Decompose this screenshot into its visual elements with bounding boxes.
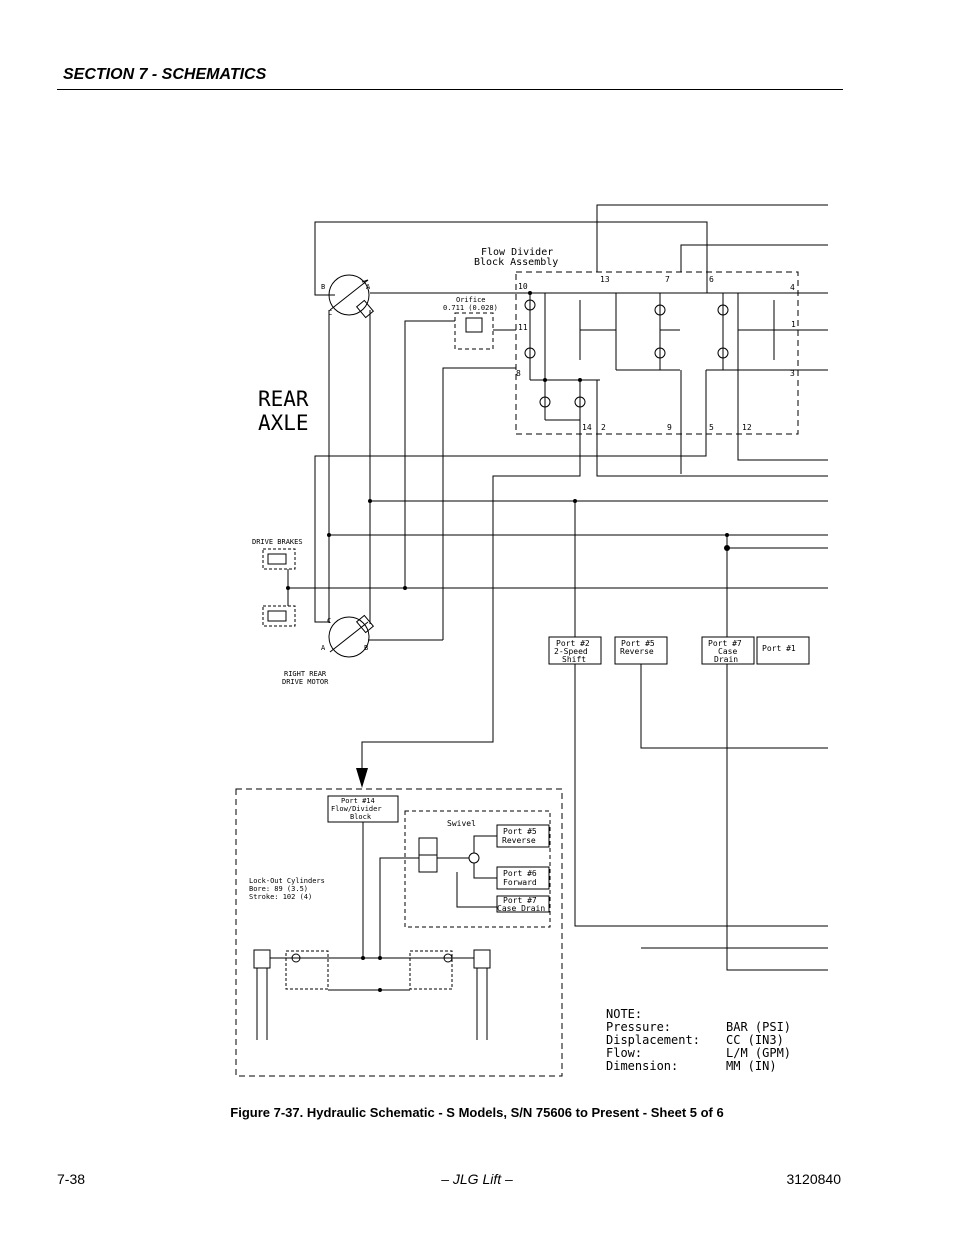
lockout-cylinder-right — [473, 949, 491, 969]
port-number: 9 — [667, 423, 672, 432]
port-number: 6 — [709, 275, 714, 284]
port-2-label-1: Port #2 — [556, 639, 590, 648]
port-number: 14 — [582, 423, 592, 432]
orifice-label-2: 0.711 (0.028) — [443, 304, 498, 312]
port-number: 10 — [518, 282, 528, 291]
port-number: 3 — [790, 369, 795, 378]
flow-divider-title-2: Block Assembly — [474, 257, 558, 268]
hose-line — [314, 221, 708, 296]
port-14-label-2: Flow/Divider — [331, 805, 382, 813]
hose-line — [680, 244, 828, 272]
port-7-box — [701, 636, 755, 665]
flow-divider-block — [515, 271, 799, 435]
note-flow-unit: L/M (GPM) — [726, 1046, 791, 1060]
drive-brake — [262, 605, 296, 627]
lockout-assembly-box — [235, 788, 563, 1077]
note-flow-label: Flow: — [606, 1046, 642, 1060]
swivel-port-7-label-1: Port #7 — [503, 896, 537, 905]
swivel-port-5-label-2: Reverse — [502, 836, 536, 845]
cylinders-label-2: Bore: 89 (3.5) — [249, 885, 308, 893]
drive-brake — [262, 548, 296, 570]
note-dimension-unit: MM (IN) — [726, 1059, 777, 1073]
port-5-label-2: Reverse — [620, 647, 654, 656]
swivel-port-7-label-2: Case Drain — [497, 904, 545, 913]
cylinders-label-1: Lock-Out Cylinders — [249, 877, 325, 885]
note-title: NOTE: — [606, 1007, 642, 1021]
motor-port-a: A — [321, 644, 326, 652]
lockout-cylinder-left — [253, 949, 271, 969]
cylinders-label-3: Stroke: 102 (4) — [249, 893, 312, 901]
port-1-box — [756, 636, 810, 665]
section-title: SECTION 7 - SCHEMATICS — [63, 66, 267, 83]
arrow-head — [356, 768, 368, 788]
port-7-label-3: Drain — [714, 655, 738, 664]
port-7-label-1: Port #7 — [708, 639, 742, 648]
port-number: 12 — [742, 423, 752, 432]
swivel-label: Swivel — [447, 819, 476, 828]
swivel-box — [404, 810, 551, 928]
swivel-port-6-label-2: Forward — [503, 878, 537, 887]
port-14-label-3: Block — [350, 813, 372, 821]
port-number: 5 — [709, 423, 714, 432]
port-number: 8 — [516, 369, 521, 378]
motor-port-c: C — [327, 617, 331, 625]
motor-port-a: A — [366, 283, 371, 291]
port-14-label-1: Port #14 — [341, 797, 375, 805]
port-number: 13 — [600, 275, 610, 284]
swivel-port-6-label-1: Port #6 — [503, 869, 537, 878]
document-number: 3120840 — [786, 1171, 841, 1187]
drive-brakes-label: DRIVE BRAKES — [252, 538, 303, 546]
motor-port-b: B — [364, 644, 368, 652]
footer-center: – JLG Lift – — [441, 1171, 513, 1187]
header-rule — [57, 89, 843, 90]
right-rear-motor-label-1: RIGHT REAR — [284, 670, 327, 678]
rear-axle-label-1: REAR — [258, 387, 309, 411]
right-rear-motor-label-2: DRIVE MOTOR — [282, 678, 329, 686]
port-2-label-2: 2-Speed — [554, 647, 588, 656]
swivel-port-7-box — [496, 895, 550, 913]
port-1-label: Port #1 — [762, 644, 796, 653]
left-rear-drive-motor — [328, 274, 370, 316]
flow-divider-title-1: Flow Divider — [481, 247, 553, 258]
port-number: 7 — [665, 275, 670, 284]
port-number: 11 — [518, 323, 528, 332]
port-number: 4 — [790, 283, 795, 292]
note-dimension-label: Dimension: — [606, 1059, 678, 1073]
motor-port-b: B — [321, 283, 325, 291]
note-displacement-label: Displacement: — [606, 1033, 700, 1047]
hose-line — [596, 204, 828, 272]
orifice-label-1: Orifice — [456, 296, 486, 304]
port-7-label-2: Case — [718, 647, 737, 656]
note-pressure-label: Pressure: — [606, 1020, 671, 1034]
rear-axle-label-2: AXLE — [258, 411, 309, 435]
port-2-label-3: Shift — [562, 655, 586, 664]
orifice-box — [454, 312, 494, 350]
port-number: 2 — [601, 423, 606, 432]
figure-caption: Figure 7-37. Hydraulic Schematic - S Mod… — [230, 1105, 724, 1120]
page-number: 7-38 — [57, 1171, 86, 1187]
note-displacement-unit: CC (IN3) — [726, 1033, 784, 1047]
note-pressure-unit: BAR (PSI) — [726, 1020, 791, 1034]
port-number: 1 — [791, 320, 796, 329]
motor-port-c: C — [328, 309, 332, 317]
right-rear-drive-motor — [328, 616, 370, 658]
swivel-port-5-label-1: Port #5 — [503, 827, 537, 836]
port-5-label-1: Port #5 — [621, 639, 655, 648]
